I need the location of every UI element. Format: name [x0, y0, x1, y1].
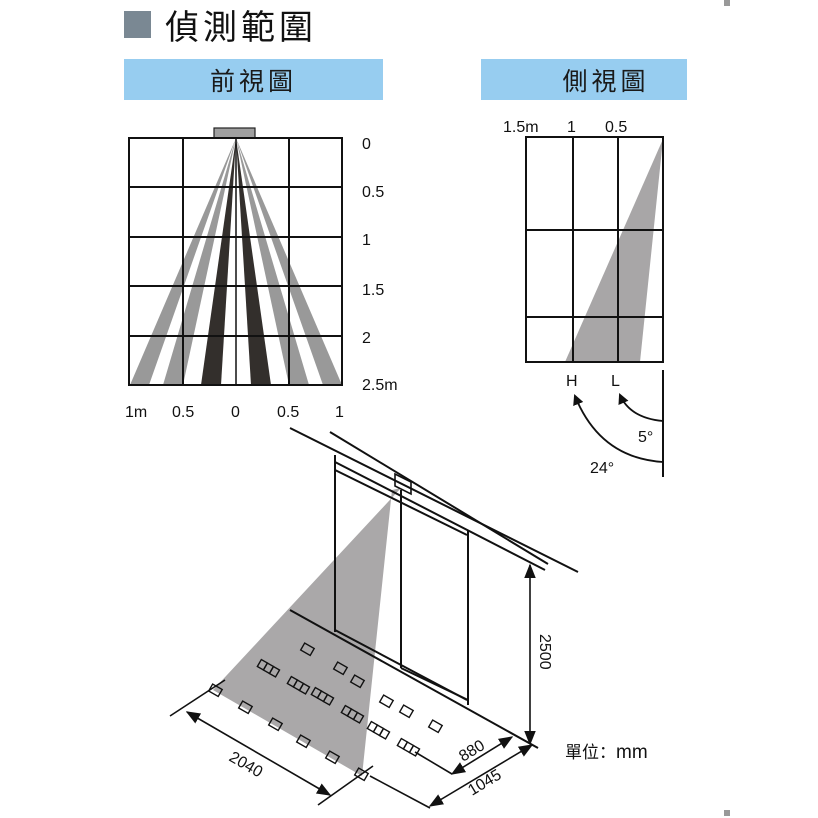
- side-x-tick: 1.5m: [503, 119, 539, 136]
- side-view-banner: 側視圖: [481, 59, 687, 100]
- sensor-icon: [213, 127, 256, 139]
- front-x-tick: 0.5: [172, 404, 194, 421]
- side-view-chart: 1.5m 1 0.5 H L 5° 24°: [503, 119, 664, 477]
- front-view-chart: 0 0.5 1 1.5 2 2.5m 1m 0.5 0 0.5 1: [125, 127, 398, 421]
- crop-mark: [724, 0, 730, 6]
- installation-diagram: 2040 880 1045 2500: [169, 427, 579, 809]
- side-grid: [525, 136, 664, 363]
- high-angle-arrow-icon: [573, 393, 664, 463]
- front-x-tick: 1: [335, 404, 344, 421]
- high-angle-value: 24°: [590, 460, 614, 477]
- front-x-tick: 0.5: [277, 404, 299, 421]
- side-x-tick: 1: [567, 119, 576, 136]
- unit-value: mm: [616, 742, 648, 763]
- unit-label: 單位：mm: [565, 738, 648, 764]
- front-view-banner: 前視圖: [124, 59, 383, 100]
- crop-mark: [724, 810, 730, 816]
- side-view-title: 側視圖: [562, 66, 650, 96]
- low-angle-label: L: [611, 373, 620, 390]
- low-angle-value: 5°: [638, 429, 653, 446]
- front-y-tick: 1: [362, 232, 371, 249]
- front-grid: [128, 137, 343, 386]
- side-beam: [565, 139, 663, 362]
- section-title: 偵測範圍: [124, 4, 317, 48]
- outer-depth-dimension: 1045: [465, 766, 504, 799]
- low-angle-arrow-icon: [618, 393, 664, 422]
- front-y-tick: 0: [362, 136, 371, 153]
- height-dimension: 2500: [536, 634, 553, 670]
- side-x-tick: 0.5: [605, 119, 627, 136]
- front-x-tick: 1m: [125, 404, 147, 421]
- section-title-text: 偵測範圍: [165, 7, 317, 48]
- front-y-tick: 2.5m: [362, 377, 398, 394]
- high-angle-label: H: [566, 373, 578, 390]
- front-y-tick: 2: [362, 330, 371, 347]
- front-y-tick: 1.5: [362, 282, 384, 299]
- front-view-title: 前視圖: [209, 66, 297, 96]
- front-x-tick: 0: [231, 404, 240, 421]
- unit-label-text: 單位：: [565, 743, 616, 763]
- coverage-area: [213, 488, 401, 776]
- front-y-tick: 0.5: [362, 184, 384, 201]
- square-bullet-icon: [124, 10, 151, 38]
